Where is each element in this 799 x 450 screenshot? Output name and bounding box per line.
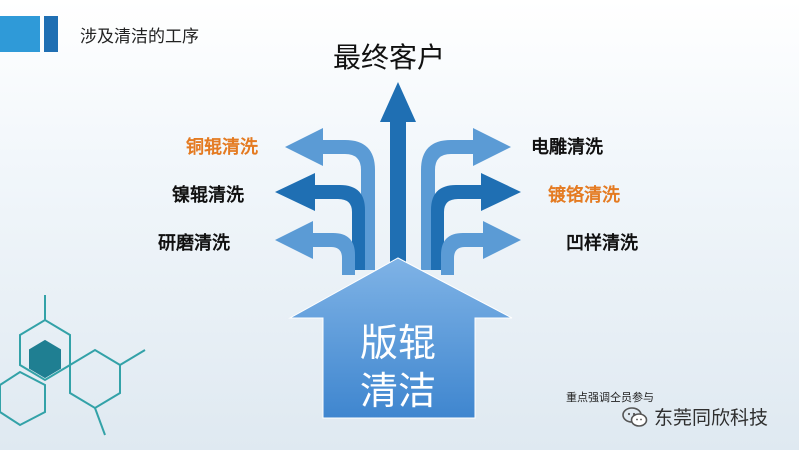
arrow-to-engraving [421,128,511,270]
brand-name: 东莞同欣科技 [654,407,769,429]
accent-bar-light [0,16,40,52]
arrow-to-copper [285,128,375,270]
label-chrome-clean: 镀铬清洗 [548,185,620,206]
left-arrows [275,128,375,275]
arrow-to-grinding [275,221,355,275]
arrow-to-nickel [275,173,365,270]
wechat-icon [622,406,648,427]
center-label-line1: 版辊 [359,321,436,365]
label-gravure-clean: 凹样清洗 [566,233,638,254]
slide-title: 涉及清洁的工序 [80,27,199,47]
label-engraving-clean: 电雕清洗 [531,137,603,158]
footer-note: 重点强调仝员参与 [566,391,654,404]
house-shape [288,257,513,419]
accent-bar-dark [44,16,58,52]
brand-watermark: 东莞同欣科技 [622,403,768,430]
top-label: 最终客户 [333,41,446,74]
molecule-decoration [0,295,146,436]
label-nickel-clean: 镍辊清洗 [172,185,244,206]
label-copper-clean: 铜辊清洗 [186,137,258,158]
arrow-to-chrome [431,173,521,270]
arrow-to-gravure [441,221,521,275]
header-accent-bars [0,16,60,52]
label-grinding-clean: 研磨清洗 [158,233,230,254]
right-arrows [421,128,521,275]
center-label-line2: 清洁 [359,369,436,413]
arrow-to-customer [380,82,416,270]
